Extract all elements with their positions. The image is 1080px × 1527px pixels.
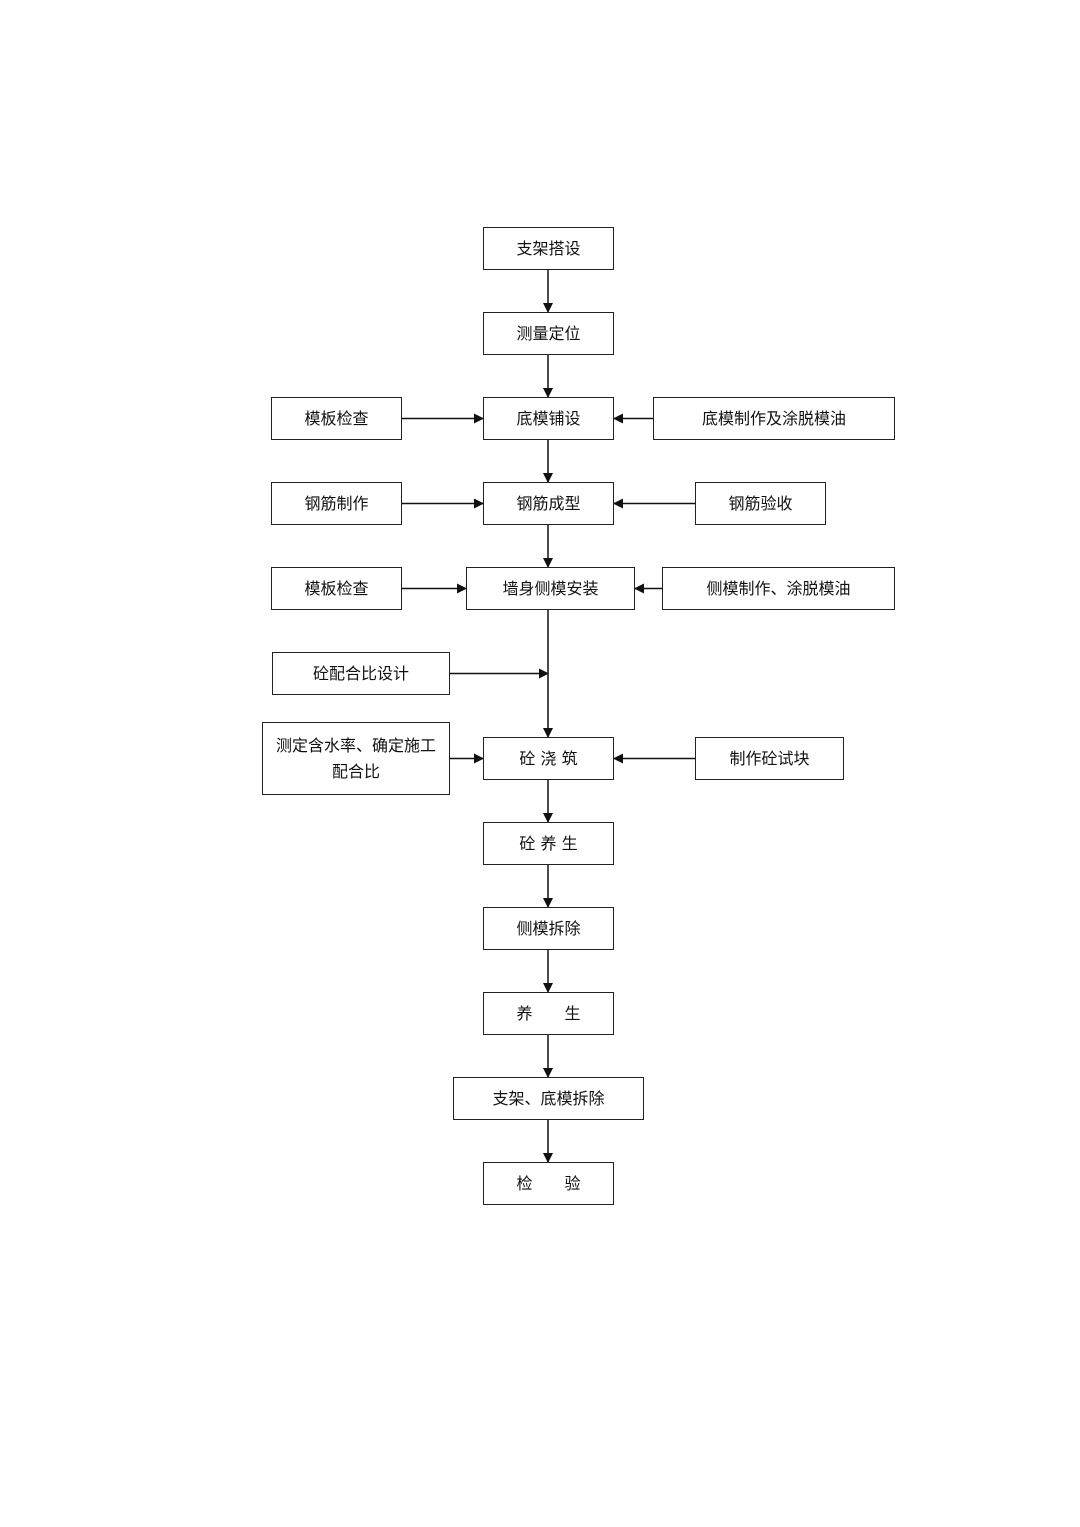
flow-step-label: 支架、底模拆除: [492, 1088, 605, 1108]
flow-step-label: 墙身侧模安装: [502, 578, 599, 598]
input-rebar-making: 钢筋制作: [271, 482, 402, 525]
flow-step-2: 测量定位: [483, 312, 614, 355]
input-test-block-making: 制作砼试块: [695, 737, 844, 780]
flow-step-11: 检 验: [483, 1162, 614, 1205]
input-label: 测定含水率、确定施工 配合比: [275, 735, 436, 781]
input-label: 砼配合比设计: [312, 663, 409, 683]
input-label: 制作砼试块: [729, 748, 810, 768]
input-bottom-form-making: 底模制作及涂脱模油: [653, 397, 895, 440]
flow-step-1: 支架搭设: [483, 227, 614, 270]
flow-step-3: 底模铺设: [483, 397, 614, 440]
input-label: 钢筋制作: [304, 493, 369, 513]
flow-step-7: 砼 养 生: [483, 822, 614, 865]
input-mix-design: 砼配合比设计: [272, 652, 450, 695]
flow-step-5: 墙身侧模安装: [466, 567, 635, 610]
input-label: 模板检查: [304, 578, 369, 598]
flow-step-8: 侧模拆除: [483, 907, 614, 950]
flow-step-10: 支架、底模拆除: [453, 1077, 644, 1120]
flow-step-label: 测量定位: [516, 323, 581, 343]
input-label: 钢筋验收: [728, 493, 793, 513]
input-label: 模板检查: [304, 408, 369, 428]
input-formwork-check-2: 模板检查: [271, 567, 402, 610]
input-side-form-making: 侧模制作、涂脱模油: [662, 567, 895, 610]
flow-step-label: 钢筋成型: [516, 493, 581, 513]
flow-step-label: 砼 养 生: [519, 833, 578, 853]
flow-step-label: 侧模拆除: [516, 918, 581, 938]
flow-step-label: 养 生: [516, 1003, 581, 1023]
input-formwork-check-1: 模板检查: [271, 397, 402, 440]
flow-step-4: 钢筋成型: [483, 482, 614, 525]
input-rebar-acceptance: 钢筋验收: [695, 482, 826, 525]
input-moisture-mix-ratio: 测定含水率、确定施工 配合比: [262, 722, 450, 795]
flow-step-label: 底模铺设: [516, 408, 581, 428]
flow-step-6: 砼 浇 筑: [483, 737, 614, 780]
input-label: 侧模制作、涂脱模油: [706, 578, 851, 598]
flow-step-9: 养 生: [483, 992, 614, 1035]
flow-step-label: 检 验: [516, 1173, 581, 1193]
flow-step-label: 砼 浇 筑: [519, 748, 578, 768]
flow-step-label: 支架搭设: [516, 238, 581, 258]
input-label: 底模制作及涂脱模油: [701, 408, 846, 428]
